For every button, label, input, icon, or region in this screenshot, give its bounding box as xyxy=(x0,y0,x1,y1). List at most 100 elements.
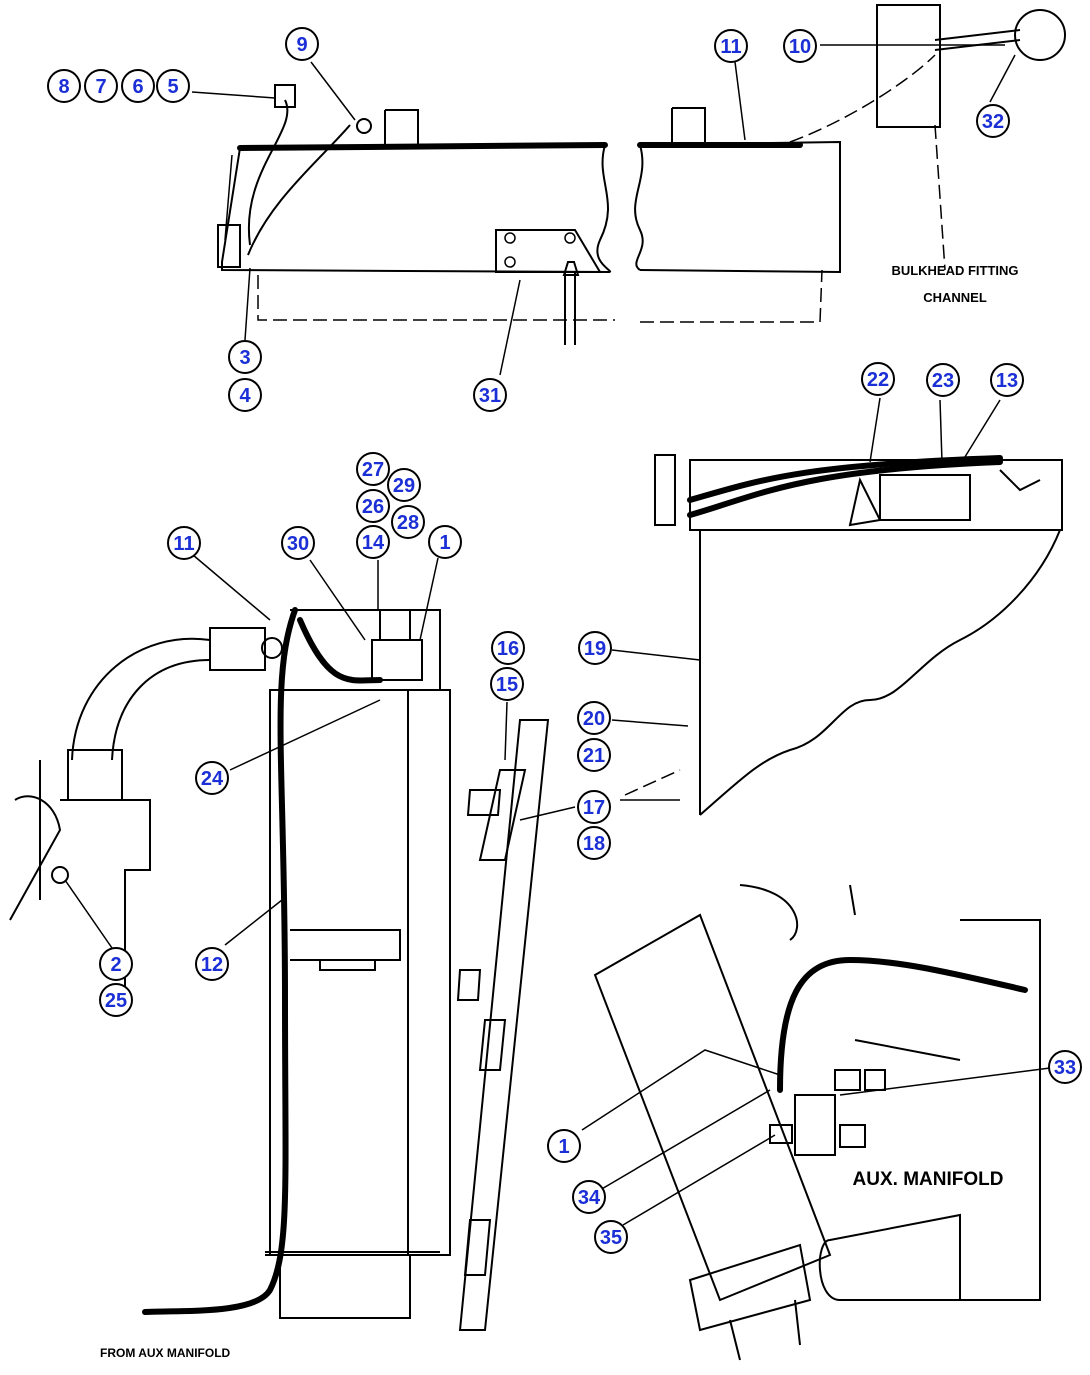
callout-28: 28 xyxy=(391,505,425,539)
channel-label: CHANNEL xyxy=(923,290,987,305)
callout-29: 29 xyxy=(387,468,421,502)
callout-number: 27 xyxy=(362,459,384,481)
callout-circle xyxy=(428,525,462,559)
callout-number: 24 xyxy=(201,768,224,790)
callout-number: 20 xyxy=(583,708,605,730)
callout-number: 35 xyxy=(600,1227,622,1249)
callout-circle xyxy=(121,69,155,103)
callout-circle xyxy=(285,27,319,61)
callout-circle xyxy=(926,363,960,397)
callout-26: 26 xyxy=(356,489,390,523)
callout-18: 18 xyxy=(577,826,611,860)
callout-34: 34 xyxy=(572,1180,606,1214)
callout-number: 13 xyxy=(996,370,1018,392)
callout-number: 5 xyxy=(167,76,178,98)
callout-16: 16 xyxy=(491,631,525,665)
callout-19: 19 xyxy=(578,631,612,665)
callout-circle xyxy=(976,104,1010,138)
top-tank-right xyxy=(634,4,1066,323)
callout-11: 11 xyxy=(714,29,748,63)
callout-33: 33 xyxy=(1048,1050,1082,1084)
callout-number: 28 xyxy=(397,512,419,534)
callout-circle xyxy=(84,69,118,103)
callout-number: 6 xyxy=(132,76,143,98)
callout-number: 8 xyxy=(58,76,69,98)
callout-circle xyxy=(356,525,390,559)
callout-circle xyxy=(577,738,611,772)
callout-35: 35 xyxy=(594,1220,628,1254)
callout-14: 14 xyxy=(356,525,390,559)
callout-22: 22 xyxy=(861,362,895,396)
callout-23: 23 xyxy=(926,363,960,397)
callout-circle xyxy=(1048,1050,1082,1084)
callout-number: 25 xyxy=(105,990,127,1012)
top-tank-left xyxy=(217,84,615,345)
callout-12: 12 xyxy=(195,947,229,981)
callout-circle xyxy=(156,69,190,103)
callout-circle xyxy=(578,631,612,665)
callout-circle xyxy=(577,790,611,824)
callout-circle xyxy=(356,489,390,523)
callout-number: 34 xyxy=(578,1187,601,1209)
callout-13: 13 xyxy=(990,363,1024,397)
callout-7: 7 xyxy=(84,69,118,103)
callout-circle xyxy=(490,667,524,701)
aux-manifold-assembly xyxy=(593,884,1041,1361)
bulkhead-fitting-label: BULKHEAD FITTING xyxy=(891,263,1018,278)
callout-24: 24 xyxy=(195,761,229,795)
callout-17: 17 xyxy=(577,790,611,824)
callout-30: 30 xyxy=(281,526,315,560)
callout-number: 18 xyxy=(583,833,605,855)
callout-number: 19 xyxy=(584,638,606,660)
callout-4: 4 xyxy=(228,378,262,412)
callout-number: 30 xyxy=(287,533,309,555)
callout-5: 5 xyxy=(156,69,190,103)
callout-circle xyxy=(572,1180,606,1214)
callout-circle xyxy=(783,29,817,63)
callout-number: 22 xyxy=(867,369,889,391)
callout-circle xyxy=(861,362,895,396)
tilted-rail xyxy=(456,719,550,1331)
callout-number: 17 xyxy=(583,797,605,819)
callout-8: 8 xyxy=(47,69,81,103)
callout-number: 29 xyxy=(393,475,415,497)
callout-circle xyxy=(594,1220,628,1254)
callout-circle xyxy=(228,340,262,374)
callout-1: 1 xyxy=(547,1129,581,1163)
callout-number: 14 xyxy=(362,532,385,554)
callout-circle xyxy=(577,701,611,735)
callout-number: 26 xyxy=(362,496,384,518)
callout-circle xyxy=(356,452,390,486)
callout-32: 32 xyxy=(976,104,1010,138)
callout-31: 31 xyxy=(473,378,507,412)
callout-number: 1 xyxy=(439,532,450,554)
callout-number: 31 xyxy=(479,385,501,407)
callout-1: 1 xyxy=(428,525,462,559)
callout-circle xyxy=(228,378,262,412)
callout-25: 25 xyxy=(99,983,133,1017)
callout-number: 3 xyxy=(239,347,250,369)
callout-number: 33 xyxy=(1054,1057,1076,1079)
callout-number: 11 xyxy=(720,36,741,58)
callout-circle xyxy=(391,505,425,539)
callout-21: 21 xyxy=(577,738,611,772)
callout-circle xyxy=(547,1129,581,1163)
callout-circle xyxy=(99,947,133,981)
callout-circle xyxy=(714,29,748,63)
aux-manifold-label: AUX. MANIFOLD xyxy=(853,1169,1004,1190)
callout-20: 20 xyxy=(577,701,611,735)
callout-circle xyxy=(195,761,229,795)
callout-number: 11 xyxy=(173,533,194,555)
callout-9: 9 xyxy=(285,27,319,61)
callout-10: 10 xyxy=(783,29,817,63)
callout-circle xyxy=(387,468,421,502)
callout-circle xyxy=(99,983,133,1017)
callout-27: 27 xyxy=(356,452,390,486)
callout-number: 10 xyxy=(789,36,811,58)
callout-number: 32 xyxy=(982,111,1004,133)
callout-3: 3 xyxy=(228,340,262,374)
callout-number: 7 xyxy=(95,76,106,98)
